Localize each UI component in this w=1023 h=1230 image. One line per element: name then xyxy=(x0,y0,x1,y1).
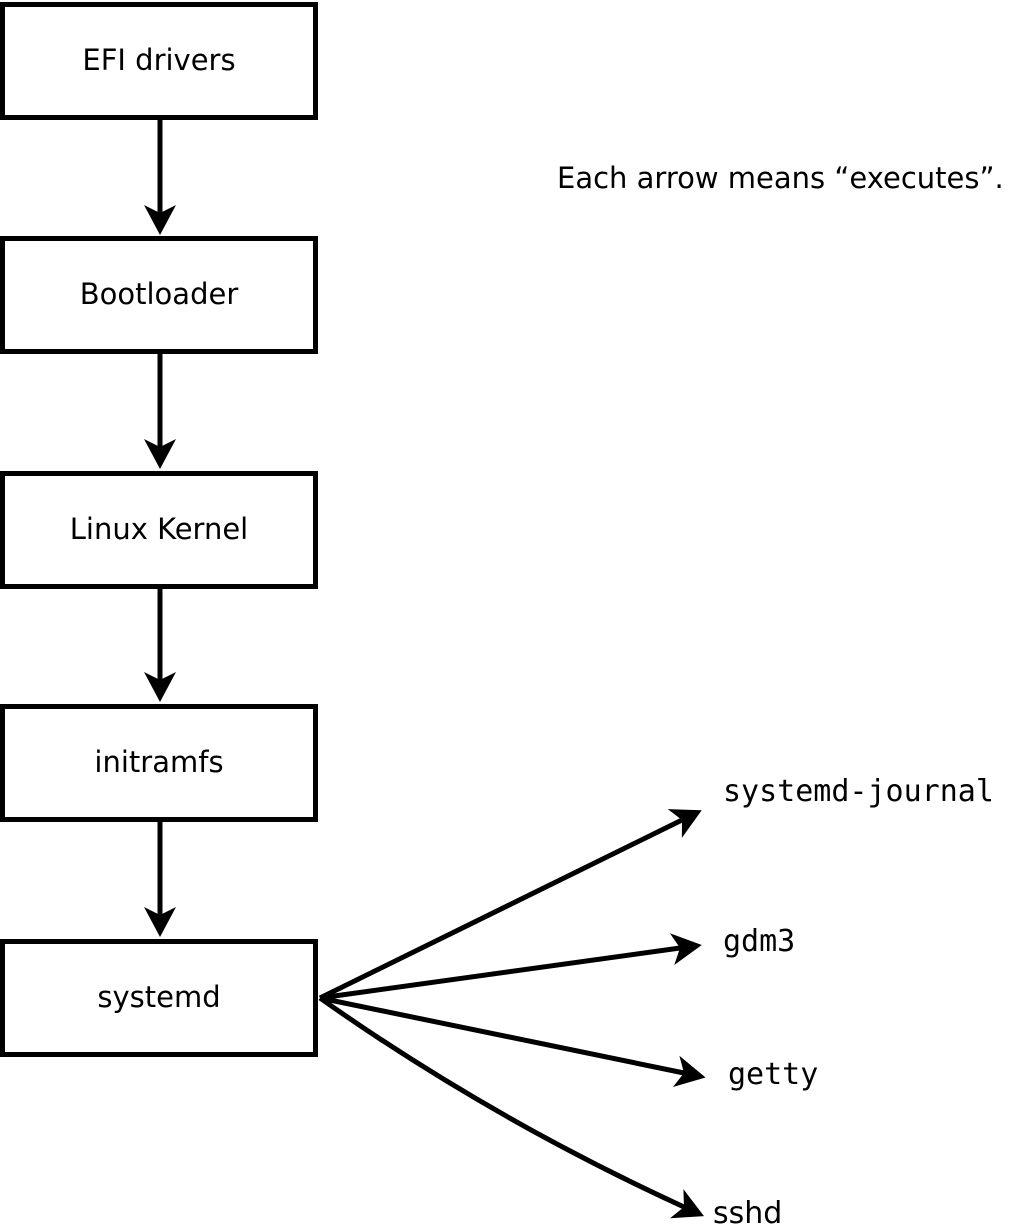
node-systemd: systemd xyxy=(0,939,318,1057)
arrow-systemd-to-journal xyxy=(318,809,702,1001)
arrow-systemd-to-getty xyxy=(319,995,706,1088)
node-bootloader: Bootloader xyxy=(0,236,318,354)
node-systemd-label: systemd xyxy=(97,980,221,1015)
arrow-systemd-to-sshd xyxy=(318,995,704,1219)
node-linux-kernel-label: Linux Kernel xyxy=(69,512,249,547)
node-initramfs: initramfs xyxy=(0,704,318,822)
node-initramfs-label: initramfs xyxy=(94,745,224,780)
node-sshd-label: sshd xyxy=(713,1196,783,1230)
node-linux-kernel: Linux Kernel xyxy=(0,471,318,589)
node-efi-drivers-label: EFI drivers xyxy=(82,43,236,78)
node-gdm3-label: gdm3 xyxy=(723,924,796,959)
arrow-meaning-note: Each arrow means “executes”. xyxy=(557,161,1004,195)
node-bootloader-label: Bootloader xyxy=(79,277,239,312)
node-getty-label: getty xyxy=(728,1057,819,1092)
node-systemd-journal-label: systemd-journal xyxy=(723,774,994,809)
node-efi-drivers: EFI drivers xyxy=(0,2,318,120)
arrow-systemd-to-gdm3 xyxy=(319,933,702,1001)
